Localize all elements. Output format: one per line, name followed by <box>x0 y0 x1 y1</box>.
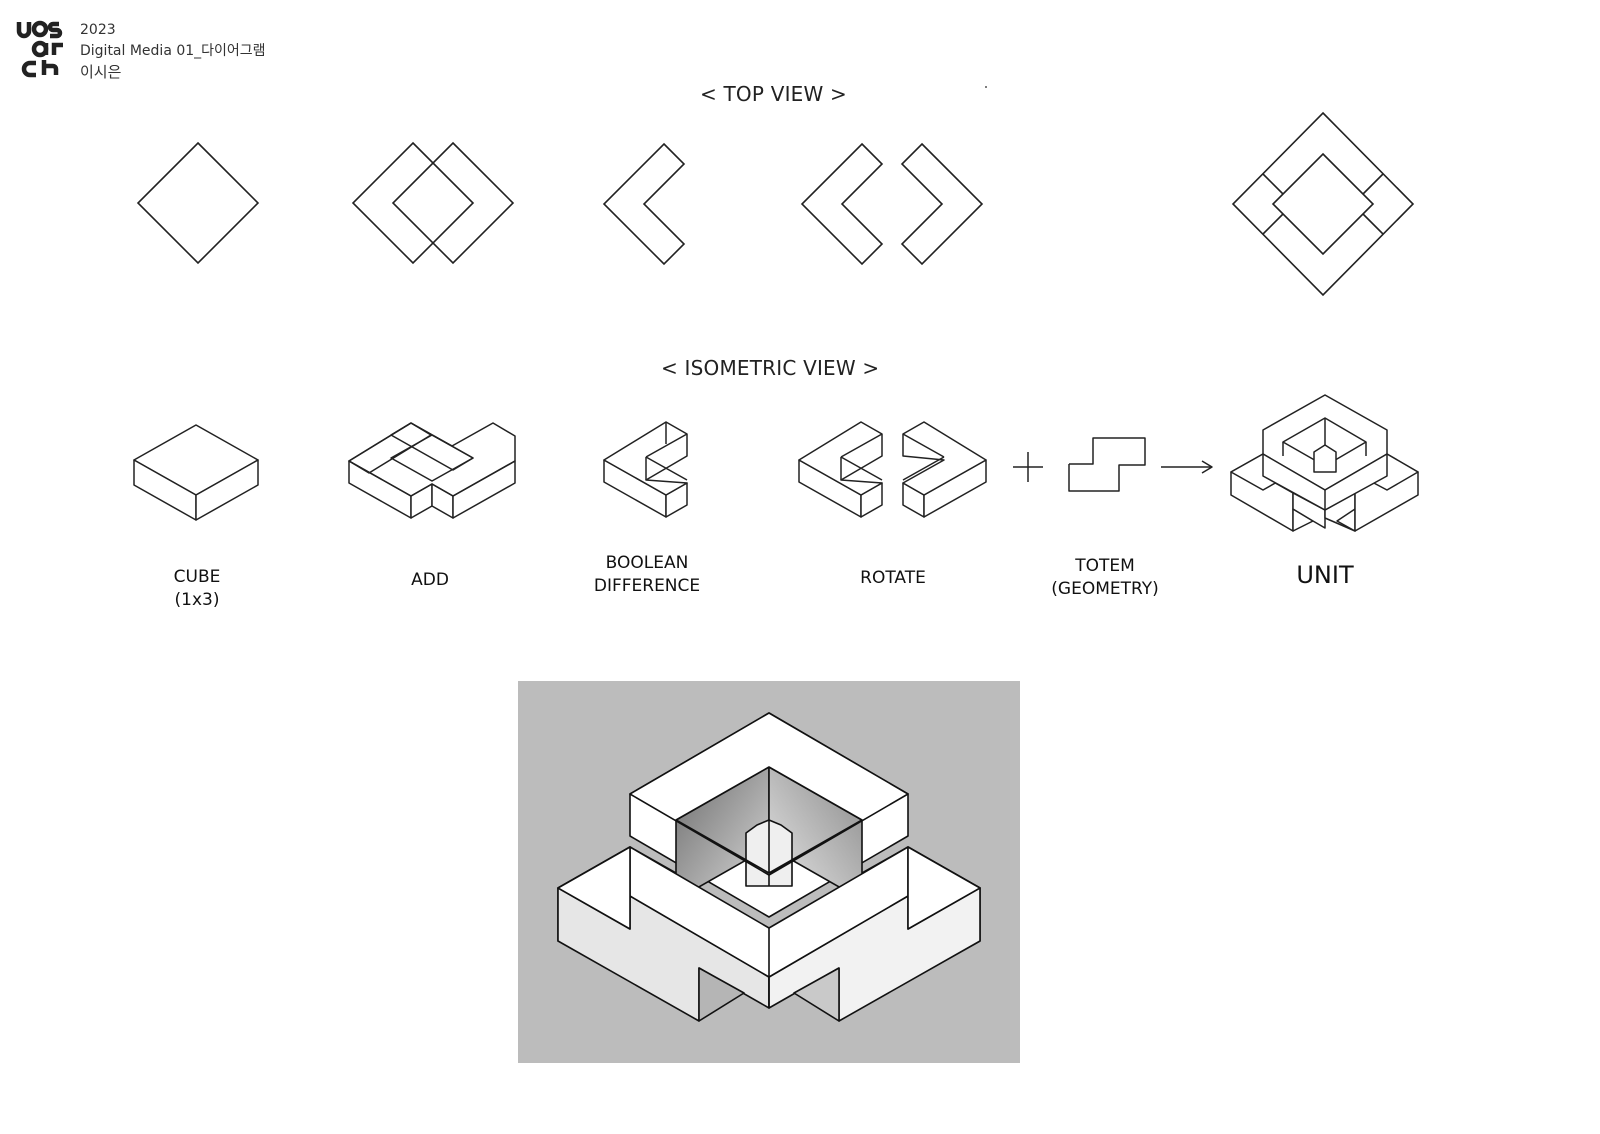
isometric-view-title: < ISOMETRIC VIEW > <box>661 356 880 380</box>
isometric-view-diagrams <box>133 394 1419 532</box>
iso-difference-shape <box>603 421 688 518</box>
course-text: Digital Media 01_다이어그램 <box>80 43 266 59</box>
label-boolean-line1: BOOLEAN <box>605 553 689 573</box>
label-cube-line1: CUBE <box>173 567 221 587</box>
header-meta: 2023 Digital Media 01_다이어그램 이시은 <box>80 20 266 83</box>
uos-arch-logo <box>16 20 63 78</box>
iso-cube-shape <box>133 424 259 521</box>
label-totem-line2: (GEOMETRY) <box>1051 579 1159 599</box>
label-add-line1: ADD <box>411 570 449 590</box>
label-rotate-line1: ROTATE <box>860 568 926 588</box>
unit-render-drawing <box>557 712 981 1022</box>
arrow-operator <box>1161 460 1213 474</box>
top-add-shape <box>351 141 515 265</box>
unit-render-image <box>518 681 1020 1063</box>
top-unit-shape <box>1231 111 1415 297</box>
top-difference-shape <box>602 142 686 266</box>
top-rotate-shape <box>800 142 984 266</box>
stray-dot <box>985 86 987 88</box>
top-view-diagrams <box>136 111 1415 297</box>
label-totem-line1: TOTEM <box>1075 556 1135 576</box>
top-cube-shape <box>136 141 260 265</box>
label-add: ADD <box>411 569 449 592</box>
plus-operator <box>1013 452 1043 482</box>
label-boolean-line2: DIFFERENCE <box>593 576 701 596</box>
iso-add-shape <box>348 422 516 519</box>
iso-unit-shape <box>1230 394 1419 532</box>
label-rotate: ROTATE <box>860 567 926 590</box>
iso-rotate-shape <box>798 421 987 518</box>
label-boolean-difference: BOOLEAN DIFFERENCE <box>594 552 700 598</box>
author-text: 이시은 <box>80 63 122 81</box>
iso-totem-shape <box>1068 437 1146 492</box>
top-view-title: < TOP VIEW > <box>700 82 847 106</box>
label-totem: TOTEM (GEOMETRY) <box>1051 555 1158 601</box>
label-cube: CUBE (1x3) <box>174 566 221 612</box>
year-text: 2023 <box>80 22 116 38</box>
label-cube-line2: (1x3) <box>174 590 220 610</box>
label-unit: UNIT <box>1296 561 1354 589</box>
label-unit-line1: UNIT <box>1296 561 1354 589</box>
